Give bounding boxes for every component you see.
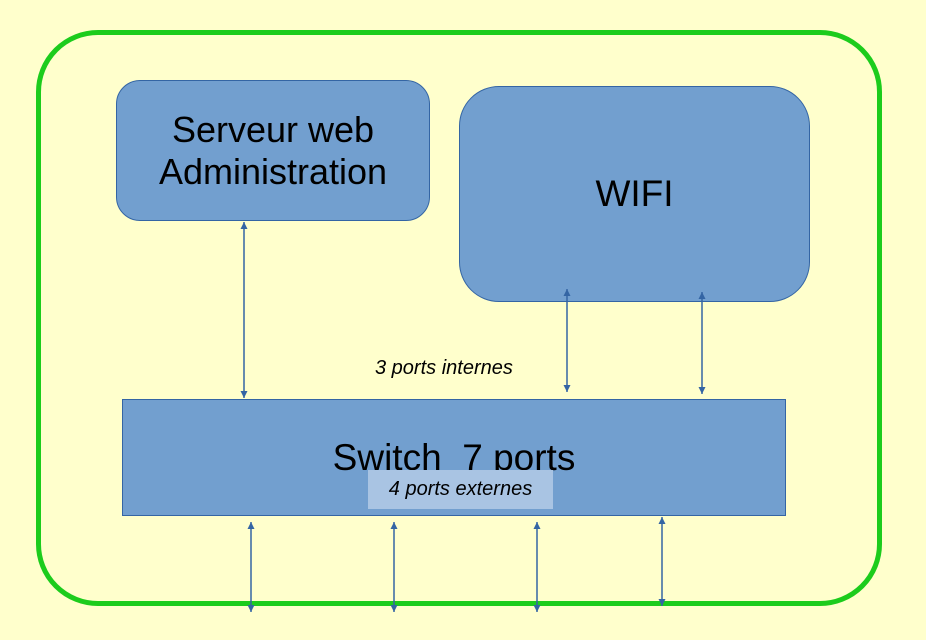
web-server-label-line1: Serveur web — [171, 108, 375, 150]
external-ports-note: 4 ports externes — [368, 470, 553, 509]
web-server-box: Serveur web Administration — [116, 80, 430, 221]
web-server-label-line2: Administration — [158, 150, 388, 192]
internal-ports-note: 3 ports internes — [375, 357, 513, 379]
device-frame — [36, 30, 882, 606]
wifi-box: WIFI — [459, 86, 810, 302]
wifi-label: WIFI — [595, 173, 674, 214]
